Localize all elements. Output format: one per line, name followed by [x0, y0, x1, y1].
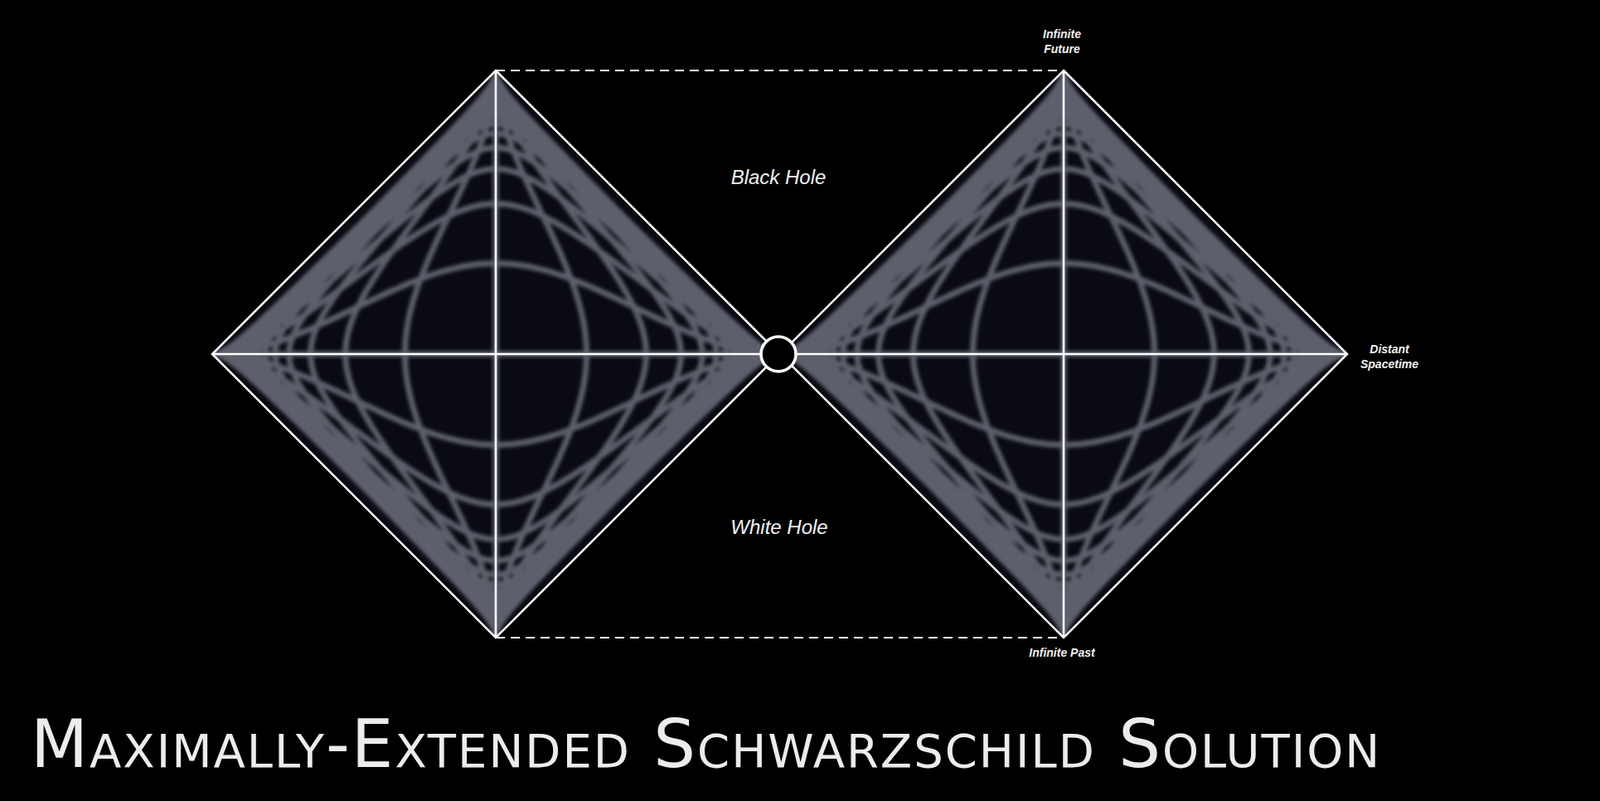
region-label: Black Hole — [695, 164, 862, 190]
diagram-title: Maximally-Extended Schwarzschild Solutio… — [30, 711, 1382, 778]
horizon-link — [495, 70, 1064, 638]
singularity-point — [761, 336, 796, 372]
coordinate-grid — [780, 70, 1347, 637]
coordinate-grid — [212, 70, 779, 637]
spacetime-region — [212, 70, 780, 638]
diagram-outline — [212, 70, 1348, 638]
region-label: White Hole — [696, 514, 863, 540]
boundary-label: Distant Spacetime — [1356, 342, 1423, 372]
boundary-label: Infinite Past — [1012, 645, 1112, 661]
boundary-label: Infinite Future — [1028, 27, 1096, 57]
spacetime-region — [780, 70, 1348, 638]
